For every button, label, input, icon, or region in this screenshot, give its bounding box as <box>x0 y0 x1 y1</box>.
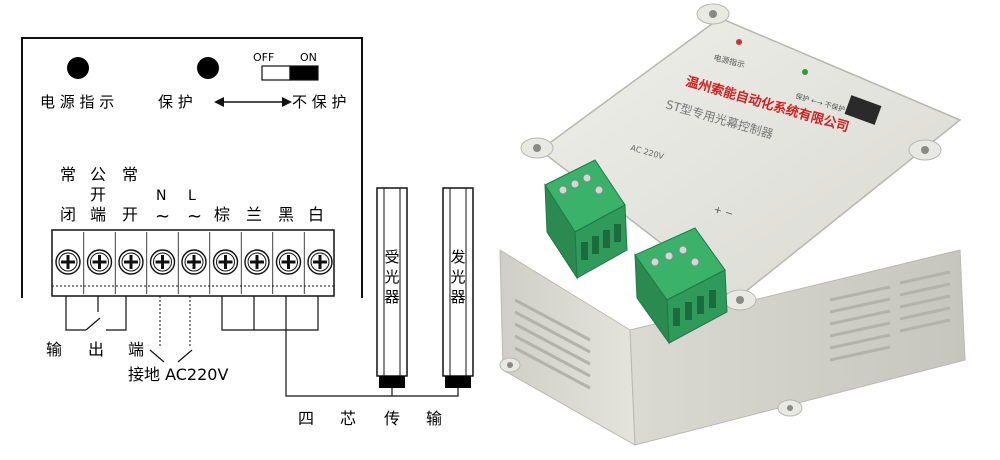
svg-text:白: 白 <box>308 205 324 224</box>
terminal-screw <box>118 249 144 275</box>
ac-wiring <box>159 296 191 348</box>
terminal-screw <box>86 249 113 275</box>
output-wiring <box>65 296 127 331</box>
housing-left-face <box>499 249 636 446</box>
four-core-label-2: 芯 <box>340 409 356 428</box>
svg-text:光: 光 <box>384 268 399 286</box>
receiver-sensor <box>376 187 408 388</box>
power-indicator-dot <box>67 57 89 79</box>
svg-text:常: 常 <box>60 165 76 184</box>
terminal-screw <box>275 249 302 275</box>
four-core-label-1: 四 <box>298 409 314 428</box>
four-core-label-4: 输 <box>426 409 442 428</box>
svg-text:兰: 兰 <box>246 205 262 224</box>
wiring-diagram: OFF ON 电 源 指 示 保 护 不 保 护 常 闭 公 开 端 常 开 N… <box>21 37 474 428</box>
svg-text:受: 受 <box>384 248 399 266</box>
protection-switch[interactable] <box>261 65 319 81</box>
vent-slots-left <box>514 298 591 390</box>
svg-text:发: 发 <box>450 248 465 266</box>
mounting-holes <box>507 10 929 411</box>
terminal-screws <box>55 232 333 294</box>
terminal-screw <box>307 249 333 275</box>
svg-text:端: 端 <box>90 205 106 224</box>
svg-text:公: 公 <box>90 165 106 184</box>
svg-text:开: 开 <box>90 185 106 204</box>
ground-ac-label: 接地 AC220V <box>128 365 228 384</box>
terminal-screw <box>55 249 81 275</box>
svg-text:L: L <box>188 188 196 204</box>
svg-text:N: N <box>156 188 166 204</box>
green-led <box>802 69 808 75</box>
terminal-screw <box>181 249 207 275</box>
terminal-screw <box>244 249 270 275</box>
svg-text:~: ~ <box>155 206 170 227</box>
svg-text:光: 光 <box>450 268 465 286</box>
emitter-label: 发 光 器 <box>450 248 465 306</box>
no-protect-label: 不 保 护 <box>292 93 347 111</box>
power-indicator-label: 电 源 指 示 <box>40 93 114 111</box>
four-core-label-3: 传 <box>384 409 400 428</box>
terminal-screw <box>212 249 239 275</box>
svg-text:棕: 棕 <box>214 205 230 224</box>
svg-text:器: 器 <box>450 288 465 306</box>
device-slide-switch[interactable] <box>844 95 882 125</box>
red-led <box>736 39 742 45</box>
terminal-block-right <box>634 227 728 345</box>
protect-indicator-dot <box>197 57 219 79</box>
svg-text:常: 常 <box>122 165 138 184</box>
output-label-1: 输 <box>46 340 62 359</box>
housing-right-face <box>629 249 966 446</box>
receiver-label: 受 光 器 <box>384 248 399 306</box>
double-arrow <box>214 97 292 107</box>
emitter-sensor <box>442 187 474 388</box>
ground-marks <box>149 349 193 363</box>
polarity-text: + − <box>712 204 734 220</box>
output-label-2: 出 <box>88 340 104 359</box>
controller-photo: 电源指示 温州索能自动化系统有限公司 ST型专用光幕控制器 保护 ←→ 不保护 … <box>499 3 966 446</box>
svg-text:闭: 闭 <box>60 205 76 224</box>
protect-label: 保 护 <box>158 93 193 111</box>
vent-slots-right <box>829 270 951 362</box>
terminal-labels: 常 闭 公 开 端 常 开 N ~ L ~ 棕 兰 黑 白 <box>60 165 324 227</box>
svg-text:黑: 黑 <box>278 205 294 224</box>
switch-off-label: OFF <box>253 51 274 64</box>
svg-text:~: ~ <box>187 206 202 227</box>
switch-on-label: ON <box>300 51 317 64</box>
sensor-wiring <box>221 296 459 397</box>
output-label-3: 端 <box>128 340 144 359</box>
terminal-block-left <box>544 159 628 280</box>
terminal-screw <box>149 249 176 275</box>
controller-outline <box>21 37 363 298</box>
svg-text:器: 器 <box>384 288 399 306</box>
svg-text:开: 开 <box>122 205 138 224</box>
